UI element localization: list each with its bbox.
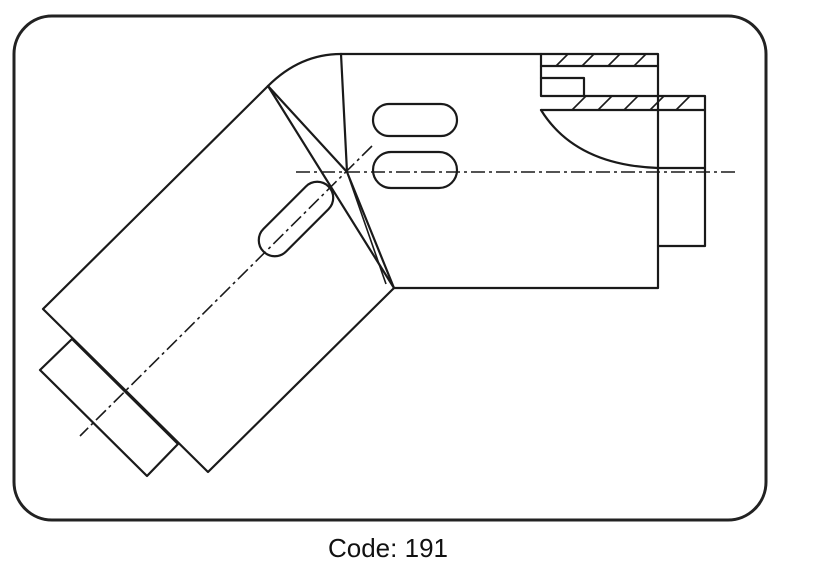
coupling-lower-collar <box>656 166 707 248</box>
bend-corner-arc <box>266 52 343 88</box>
mitre-line-lower <box>345 170 396 290</box>
caption-code: 191 <box>404 533 448 563</box>
section-hatching <box>555 53 691 111</box>
straight-slot-upper <box>371 102 459 138</box>
mitre-line-upper <box>266 84 349 174</box>
straight-slot-lower <box>371 150 459 190</box>
coupling-curve <box>539 108 660 170</box>
coupling-notch <box>539 76 586 98</box>
angled-slot <box>257 180 335 258</box>
mitre-line-top <box>339 52 349 174</box>
drawing-frame <box>12 14 768 522</box>
angled-centre-line <box>79 145 373 437</box>
angled-segment-body <box>41 84 396 474</box>
straight-segment-body <box>339 52 660 290</box>
coupling-hatch-right <box>656 94 707 112</box>
caption-label: Code: <box>327 533 398 563</box>
mitre-line-inner <box>346 171 387 285</box>
coupling-inner-step <box>539 52 660 98</box>
drawing-caption: Code: 191 <box>0 528 776 568</box>
angled-segment-spigot <box>38 337 180 478</box>
